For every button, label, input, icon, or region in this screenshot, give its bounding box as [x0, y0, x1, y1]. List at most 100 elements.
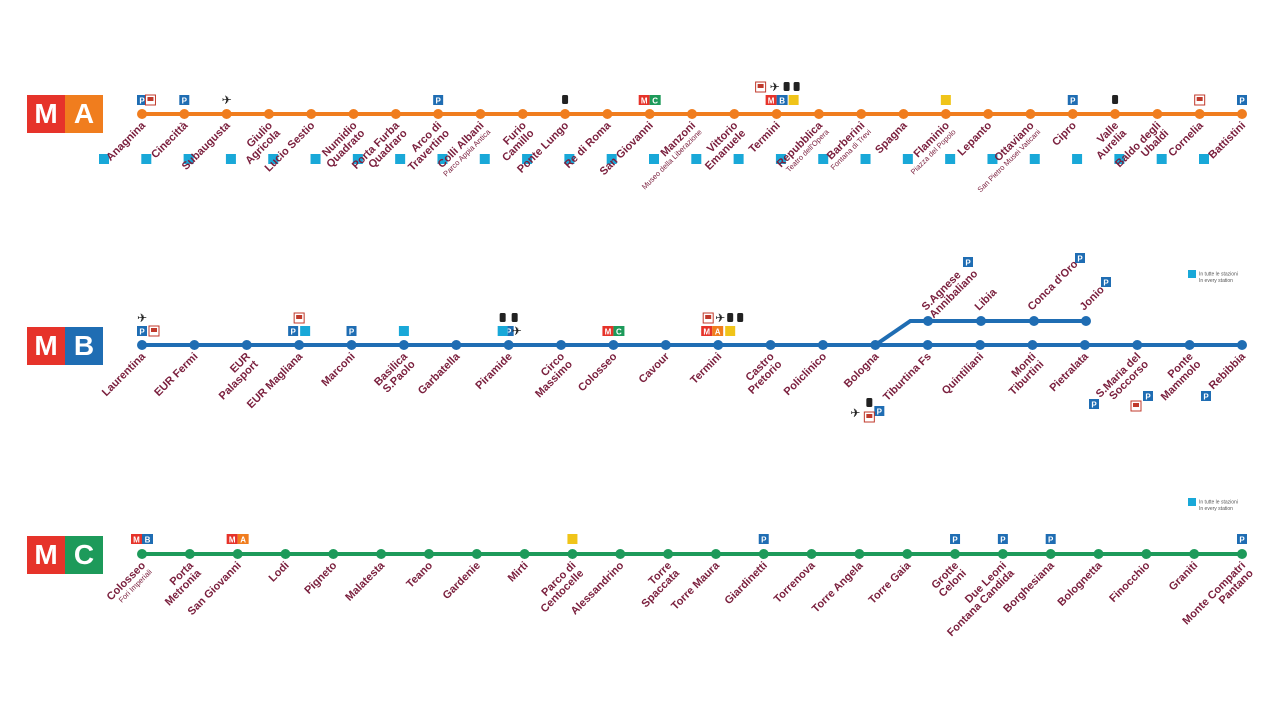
station-dot[interactable]: [1237, 340, 1247, 350]
station-dot[interactable]: [1110, 109, 1121, 119]
station-a[interactable]: Termini: [747, 120, 783, 156]
station-a[interactable]: Battistini: [1206, 120, 1248, 162]
station-dot[interactable]: [771, 109, 782, 119]
station-c[interactable]: Torrenova: [772, 559, 819, 606]
station-c[interactable]: Torre Angela: [810, 559, 866, 615]
station-dot[interactable]: [423, 549, 434, 559]
station-dot[interactable]: [556, 340, 567, 350]
station-c[interactable]: Mirti: [506, 560, 531, 585]
station-dot[interactable]: [1184, 340, 1195, 350]
station-dot[interactable]: [1237, 549, 1247, 559]
station-dot[interactable]: [471, 549, 482, 559]
station-dot[interactable]: [503, 340, 514, 350]
station-b[interactable]: MontiTiburtini: [999, 351, 1046, 398]
station-b[interactable]: Quintiliani: [940, 351, 987, 398]
station-b[interactable]: PonteMammolo: [1151, 350, 1204, 404]
station-dot[interactable]: [433, 109, 444, 119]
station-dot[interactable]: [1029, 316, 1039, 326]
station-dot[interactable]: [765, 340, 776, 350]
station-dot[interactable]: [687, 109, 697, 119]
station-dot[interactable]: [975, 340, 986, 350]
station-b[interactable]: Tiburtina Fs: [881, 351, 934, 404]
station-a[interactable]: Baldo degliUbaldi: [1113, 120, 1171, 178]
station-dot[interactable]: [294, 340, 305, 350]
station-dot[interactable]: [179, 109, 190, 119]
station-b[interactable]: Garbatella: [416, 350, 463, 397]
station-dot[interactable]: [1045, 549, 1056, 559]
station-dot[interactable]: [713, 340, 724, 350]
station-c[interactable]: Gardenie: [441, 560, 483, 602]
station-b[interactable]: Laurentina: [100, 350, 149, 399]
station-c[interactable]: GrotteCeloni: [929, 560, 969, 600]
station-c[interactable]: Torre Maura: [669, 559, 722, 612]
station-c[interactable]: Finocchio: [1107, 559, 1152, 604]
station-dot[interactable]: [976, 316, 986, 326]
station-dot[interactable]: [817, 340, 828, 350]
station-b[interactable]: CastroPretorio: [738, 350, 785, 396]
station-a[interactable]: Lepanto: [956, 119, 995, 158]
station-dot[interactable]: [221, 109, 232, 119]
station-dot[interactable]: [729, 109, 740, 119]
station-dot[interactable]: [922, 340, 933, 350]
station-dot[interactable]: [346, 340, 357, 350]
station-dot[interactable]: [1237, 109, 1247, 119]
station-dot[interactable]: [1025, 109, 1036, 119]
station-dot[interactable]: [189, 340, 200, 350]
station-b[interactable]: Cavour: [637, 350, 673, 386]
station-dot[interactable]: [1067, 109, 1078, 119]
station-dot[interactable]: [519, 549, 530, 559]
station-a[interactable]: VittorioEmanuele: [695, 119, 748, 172]
station-dot[interactable]: [137, 340, 147, 350]
station-c[interactable]: Borghesiana: [1001, 559, 1057, 615]
station-b1[interactable]: Jonio: [1078, 284, 1107, 313]
station-dot[interactable]: [950, 549, 961, 559]
station-dot[interactable]: [923, 316, 933, 326]
station-dot[interactable]: [898, 109, 909, 119]
station-c[interactable]: Teano: [404, 559, 435, 590]
station-dot[interactable]: [390, 109, 401, 119]
station-dot[interactable]: [348, 109, 359, 119]
station-b[interactable]: Termini: [688, 351, 724, 387]
station-b[interactable]: Colosseo: [576, 350, 620, 394]
station-dot[interactable]: [856, 109, 867, 119]
station-a[interactable]: Cornelia: [1166, 119, 1206, 159]
station-dot[interactable]: [940, 109, 951, 119]
station-dot[interactable]: [1189, 549, 1200, 559]
station-dot[interactable]: [813, 109, 824, 119]
station-b[interactable]: EUR Magliana: [245, 350, 306, 411]
station-dot[interactable]: [475, 109, 486, 119]
station-dot[interactable]: [517, 109, 528, 119]
station-dot[interactable]: [1152, 109, 1163, 119]
station-dot[interactable]: [567, 549, 578, 559]
station-dot[interactable]: [232, 549, 243, 559]
station-dot[interactable]: [137, 109, 147, 119]
station-dot[interactable]: [1141, 549, 1152, 559]
station-b1[interactable]: Conca d'Oro: [1026, 258, 1081, 313]
station-dot[interactable]: [398, 340, 409, 350]
station-b[interactable]: Piramide: [473, 351, 514, 392]
station-c[interactable]: Torre Gaia: [867, 559, 914, 606]
station-b[interactable]: Marconi: [319, 351, 357, 389]
station-dot[interactable]: [1027, 340, 1038, 350]
station-b[interactable]: BasilicaS.Paolo: [372, 350, 418, 396]
station-b[interactable]: Pietralata: [1047, 350, 1091, 394]
station-dot[interactable]: [602, 109, 613, 119]
station-c[interactable]: Bolognetta: [1056, 559, 1106, 609]
station-dot[interactable]: [983, 109, 994, 119]
station-dot[interactable]: [241, 340, 252, 350]
station-dot[interactable]: [328, 549, 339, 559]
station-dot[interactable]: [758, 549, 769, 559]
station-dot[interactable]: [1079, 340, 1090, 350]
station-dot[interactable]: [184, 549, 195, 559]
station-b[interactable]: CircoMassimo: [525, 350, 575, 400]
station-dot[interactable]: [644, 109, 655, 119]
station-dot[interactable]: [1093, 549, 1104, 559]
station-dot[interactable]: [560, 109, 571, 119]
station-b[interactable]: Rebibbia: [1207, 350, 1249, 392]
station-b1[interactable]: S.AgneseAnnibaliano: [920, 260, 981, 321]
station-dot[interactable]: [376, 549, 387, 559]
station-dot[interactable]: [1081, 316, 1091, 326]
